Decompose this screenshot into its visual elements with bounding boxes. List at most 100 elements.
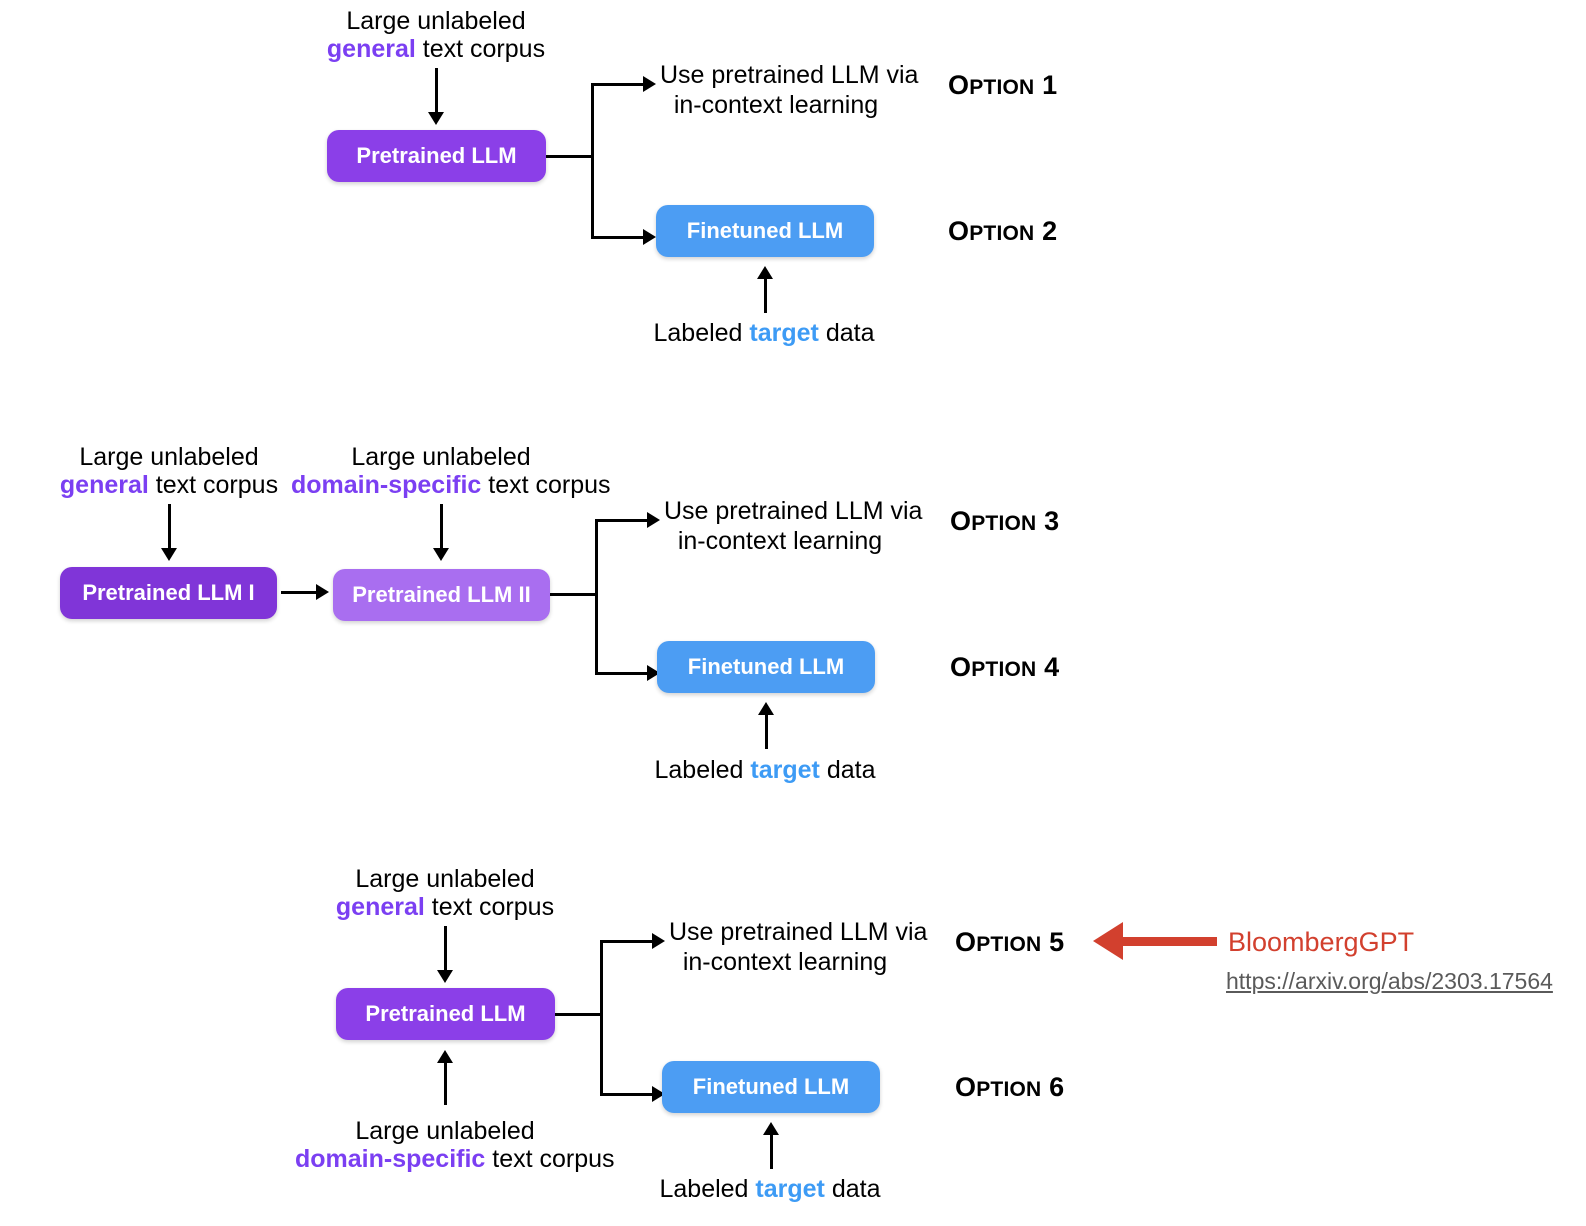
corpus-emphasis: general (326, 35, 416, 63)
option-3-label: OPTION 3 (950, 506, 1059, 537)
corpus-suffix: text corpus (485, 1145, 615, 1173)
section3-corpus-top-label: Large unlabeled general text corpus (295, 865, 595, 921)
section1-branch-top (591, 83, 645, 86)
section1-corpus-arrow-head (428, 112, 444, 125)
section3-branch-spine (600, 941, 603, 1096)
section3-branch-top (600, 940, 654, 943)
option-smallcaps: PTION (971, 512, 1037, 535)
corpus-suffix: text corpus (415, 35, 546, 63)
section2-pretrained-llm-2-node[interactable]: Pretrained LLM II (333, 569, 550, 621)
option-cap: O (955, 1072, 977, 1102)
node-label: Finetuned LLM (692, 1074, 850, 1099)
option-4-label: OPTION 4 (950, 652, 1059, 683)
option-5-label: OPTION 5 (955, 927, 1064, 958)
section2-branch-spine (595, 520, 598, 675)
section3-icl-label: Use pretrained LLM via in-context learni… (669, 917, 1119, 977)
section1-target-arrow-shaft (764, 278, 767, 313)
option-6-label: OPTION 6 (955, 1072, 1064, 1103)
section1-target-arrow-head (757, 266, 773, 279)
bloomberggpt-annotation-url[interactable]: https://arxiv.org/abs/2303.17564 (1226, 968, 1553, 994)
node-label: Pretrained LLM (365, 1001, 526, 1026)
target-prefix: Labeled (659, 1175, 756, 1203)
option-number: 5 (1049, 927, 1065, 957)
corpus-line1: Large unlabeled (351, 443, 531, 471)
section3-pretrained-llm-node[interactable]: Pretrained LLM (336, 988, 555, 1040)
target-emphasis: target (755, 1175, 825, 1203)
option-cap: O (955, 927, 977, 957)
target-suffix: data (818, 319, 875, 347)
target-emphasis: target (749, 319, 819, 347)
corpus-emphasis: general (59, 471, 149, 499)
section1-branch-top-arrowhead (643, 76, 656, 92)
corpus-line1: Large unlabeled (79, 443, 259, 471)
section3-branch-bottom-arrowhead (652, 1086, 665, 1102)
section2-link-arrow-shaft (281, 591, 318, 594)
corpus-line1: Large unlabeled (355, 865, 535, 893)
icl-line2: in-context learning (677, 527, 883, 555)
section3-target-arrow-shaft (770, 1134, 773, 1169)
section2-left-corpus-arrow-head (161, 548, 177, 561)
node-label: Pretrained LLM (356, 143, 517, 168)
node-label: Pretrained LLM II (352, 582, 531, 607)
corpus-emphasis: domain-specific (291, 471, 482, 499)
option-cap: O (948, 70, 970, 100)
option-cap: O (950, 506, 972, 536)
corpus-emphasis: general (335, 893, 425, 921)
option-number: 2 (1042, 216, 1058, 246)
option-number: 1 (1042, 70, 1058, 100)
icl-line1: Use pretrained LLM via (669, 918, 928, 946)
target-emphasis: target (750, 756, 820, 784)
section3-top-corpus-arrow-shaft (444, 926, 447, 972)
corpus-suffix: text corpus (481, 471, 611, 499)
target-suffix: data (824, 1175, 881, 1203)
section3-target-arrow-head (763, 1122, 779, 1135)
section1-branch-stem (546, 155, 594, 158)
section2-pretrained-llm-1-node[interactable]: Pretrained LLM I (60, 567, 277, 619)
icl-line2: in-context learning (682, 948, 888, 976)
section2-target-arrow-head (758, 702, 774, 715)
corpus-line1: Large unlabeled (346, 7, 526, 35)
option-1-label: OPTION 1 (948, 70, 1057, 101)
option-smallcaps: PTION (969, 222, 1035, 245)
corpus-emphasis: domain-specific (295, 1145, 486, 1173)
section1-corpus-arrow-shaft (435, 68, 438, 114)
section2-finetuned-llm-node[interactable]: Finetuned LLM (657, 641, 875, 693)
section3-bottom-corpus-arrow-shaft (444, 1062, 447, 1105)
section2-target-data-label: Labeled target data (615, 755, 915, 785)
section3-corpus-bottom-label: Large unlabeled domain-specific text cor… (295, 1117, 615, 1173)
corpus-suffix: text corpus (148, 471, 279, 499)
corpus-suffix: text corpus (424, 893, 555, 921)
option-number: 4 (1044, 652, 1060, 682)
target-prefix: Labeled (654, 756, 751, 784)
section3-finetuned-llm-node[interactable]: Finetuned LLM (662, 1061, 880, 1113)
target-suffix: data (819, 756, 876, 784)
bloomberggpt-callout-arrow-head (1093, 922, 1123, 960)
section2-branch-bottom-arrowhead (647, 665, 660, 681)
section2-right-corpus-arrow-shaft (440, 504, 443, 550)
section1-finetuned-llm-node[interactable]: Finetuned LLM (656, 205, 874, 257)
section3-bottom-corpus-arrow-head (437, 1050, 453, 1063)
section2-link-arrow-head (316, 584, 329, 600)
section2-branch-top-arrowhead (647, 512, 660, 528)
bloomberggpt-callout-arrow-shaft (1123, 937, 1217, 946)
corpus-line1: Large unlabeled (355, 1117, 535, 1145)
section1-corpus-label: Large unlabeled general text corpus (286, 7, 586, 63)
section2-target-arrow-shaft (765, 714, 768, 749)
option-smallcaps: PTION (976, 933, 1042, 956)
section1-target-data-label: Labeled target data (614, 318, 914, 348)
section2-icl-label: Use pretrained LLM via in-context learni… (664, 496, 1114, 556)
section2-branch-stem (550, 593, 598, 596)
icl-line1: Use pretrained LLM via (664, 497, 923, 525)
option-smallcaps: PTION (976, 1078, 1042, 1101)
section3-branch-stem (555, 1013, 603, 1016)
section1-branch-bottom-arrowhead (643, 229, 656, 245)
section1-branch-spine (591, 84, 594, 239)
section1-pretrained-llm-node[interactable]: Pretrained LLM (327, 130, 546, 182)
section3-target-data-label: Labeled target data (620, 1174, 920, 1204)
option-smallcaps: PTION (971, 658, 1037, 681)
option-number: 3 (1044, 506, 1060, 536)
section2-left-corpus-arrow-shaft (168, 504, 171, 550)
section3-top-corpus-arrow-head (437, 970, 453, 983)
node-label: Pretrained LLM I (82, 580, 255, 605)
section2-right-corpus-arrow-head (433, 548, 449, 561)
